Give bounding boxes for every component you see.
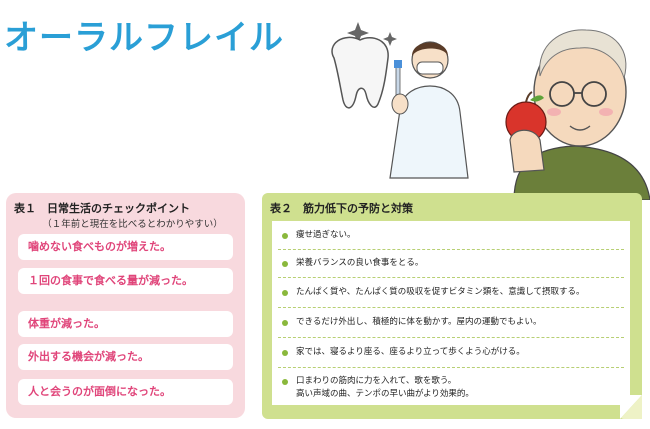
- checkpoint-table: 表１ 日常生活のチェックポイント （１年前と現在を比べるとわかりやすい） 噛めな…: [6, 193, 245, 418]
- elderly-man-figure: [505, 29, 650, 200]
- prevention-table: 表２ 筋力低下の予防と対策 痩せ過ぎない。 栄養バランスの良い食事をとる。 たん…: [262, 193, 642, 419]
- bullet-icon: [282, 233, 288, 239]
- checkpoint-item: 外出する機会が減った。: [18, 344, 233, 370]
- page-title: オーラルフレイル: [4, 18, 284, 58]
- divider: [278, 337, 624, 338]
- divider: [278, 367, 624, 368]
- bullet-icon: [282, 290, 288, 296]
- sparkle-icon: [347, 22, 397, 46]
- dental-illustration: [331, 22, 650, 200]
- prevention-list: 痩せ過ぎない。 栄養バランスの良い食事をとる。 たんぱく質や、たんぱく質の吸収を…: [272, 221, 630, 405]
- checkpoint-item: 噛めない食べものが増えた。: [18, 234, 233, 260]
- bullet-icon: [282, 379, 288, 385]
- checkpoint-table-heading: 表１ 日常生活のチェックポイント: [14, 202, 190, 215]
- bullet-icon: [282, 320, 288, 326]
- prevention-table-heading: 表２ 筋力低下の予防と対策: [270, 202, 413, 215]
- dentist-figure: [389, 41, 469, 179]
- checkpoint-item: 人と会うのが面倒になった。: [18, 379, 233, 405]
- checkpoint-table-subheading: （１年前と現在を比べるとわかりやすい）: [42, 219, 223, 230]
- bullet-icon: [282, 261, 288, 267]
- divider: [278, 277, 624, 278]
- divider: [278, 307, 624, 308]
- divider: [278, 249, 624, 250]
- tooth-icon: [331, 36, 389, 109]
- checkpoint-item: １回の食事で食べる量が減った。: [18, 268, 233, 294]
- bullet-icon: [282, 350, 288, 356]
- checkpoint-item: 体重が減った。: [18, 311, 233, 337]
